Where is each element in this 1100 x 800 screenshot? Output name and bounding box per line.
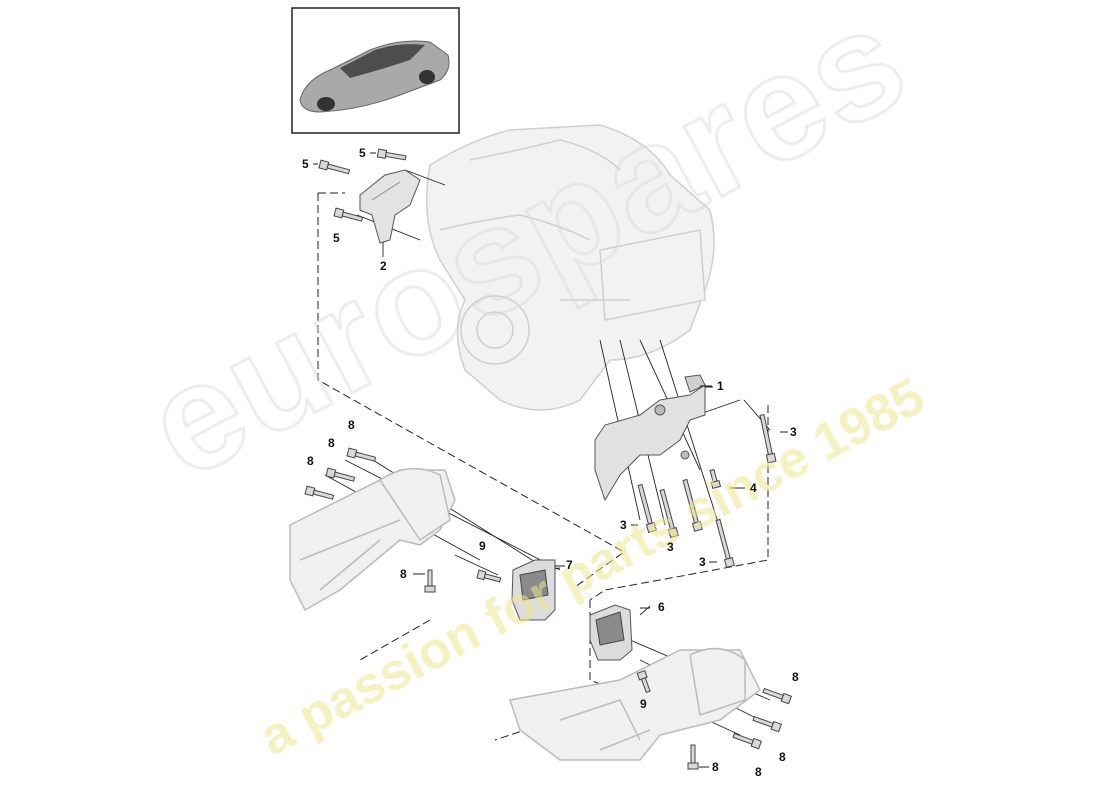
callout-2: 2 xyxy=(380,259,387,273)
bolt-group-8 xyxy=(304,447,793,770)
callout-9b: 9 xyxy=(640,697,647,711)
callout-ticks xyxy=(313,152,788,768)
part-1-engine-mount-bracket xyxy=(594,374,706,502)
callout-5c: 5 xyxy=(333,231,340,245)
bolt-group-9 xyxy=(476,569,651,694)
callout-7: 7 xyxy=(566,558,573,572)
right-subframe xyxy=(509,647,761,761)
callout-8e: 8 xyxy=(792,670,799,684)
callout-1: 1 xyxy=(717,379,724,393)
callout-8g: 8 xyxy=(755,765,762,779)
callout-3d: 3 xyxy=(699,555,706,569)
car-thumbnail xyxy=(291,7,460,134)
callout-9a: 9 xyxy=(479,539,486,553)
callout-8f: 8 xyxy=(779,750,786,764)
part-2-upper-bracket xyxy=(359,169,421,244)
callout-8a: 8 xyxy=(307,454,314,468)
callout-5a: 5 xyxy=(302,157,309,171)
callout-5b: 5 xyxy=(359,146,366,160)
callout-3b: 3 xyxy=(620,518,627,532)
callout-8c: 8 xyxy=(348,418,355,432)
callout-4: 4 xyxy=(750,481,757,495)
bolt-group-3 xyxy=(637,413,777,569)
callout-8h: 8 xyxy=(712,760,719,774)
bolt-group-5 xyxy=(318,148,407,222)
left-subframe xyxy=(289,467,456,612)
callout-6: 6 xyxy=(658,600,665,614)
part-6-engine-mount-right xyxy=(589,604,633,661)
engine-block xyxy=(425,124,715,411)
callout-3a: 3 xyxy=(790,425,797,439)
part-7-engine-mount-left xyxy=(511,559,556,621)
callout-3c: 3 xyxy=(667,540,674,554)
callout-8b: 8 xyxy=(328,436,335,450)
callout-8d: 8 xyxy=(400,567,407,581)
